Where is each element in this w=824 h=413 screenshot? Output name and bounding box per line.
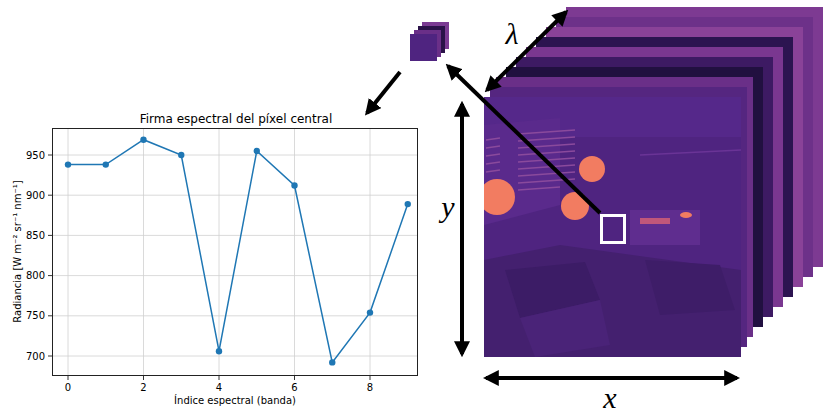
- axis-title: Índice espectral (banda): [174, 395, 296, 406]
- tick-label: 4: [216, 382, 222, 393]
- tick-label: 900: [26, 190, 45, 201]
- tick-label: 6: [291, 382, 297, 393]
- axis-arrows: [367, 12, 737, 378]
- tick-label: 700: [26, 351, 45, 362]
- chart-title: Firma espectral del píxel central: [140, 112, 333, 126]
- tick-label: 0: [65, 382, 71, 393]
- tick-label: 850: [26, 230, 45, 241]
- tick-label: 950: [26, 150, 45, 161]
- tick-label: 800: [26, 270, 45, 281]
- chart-grid: [52, 128, 418, 376]
- spectrum-line: [68, 140, 408, 363]
- pixel-marker: [602, 216, 625, 243]
- axis-title: Radiancia [W m⁻² sr⁻¹ nm⁻¹]: [12, 180, 23, 322]
- tick-label: 8: [367, 382, 373, 393]
- tick-label: 2: [140, 382, 146, 393]
- tick-label: 750: [26, 310, 45, 321]
- axis-name: λ: [506, 19, 519, 49]
- chart-panel: Firma espectral del píxel central: [52, 128, 418, 376]
- pixel-cube: [410, 22, 449, 61]
- axis-name: x: [603, 383, 616, 413]
- axis-name: y: [441, 192, 454, 222]
- spectrum-markers: [65, 137, 411, 366]
- tick-marks: [48, 155, 370, 380]
